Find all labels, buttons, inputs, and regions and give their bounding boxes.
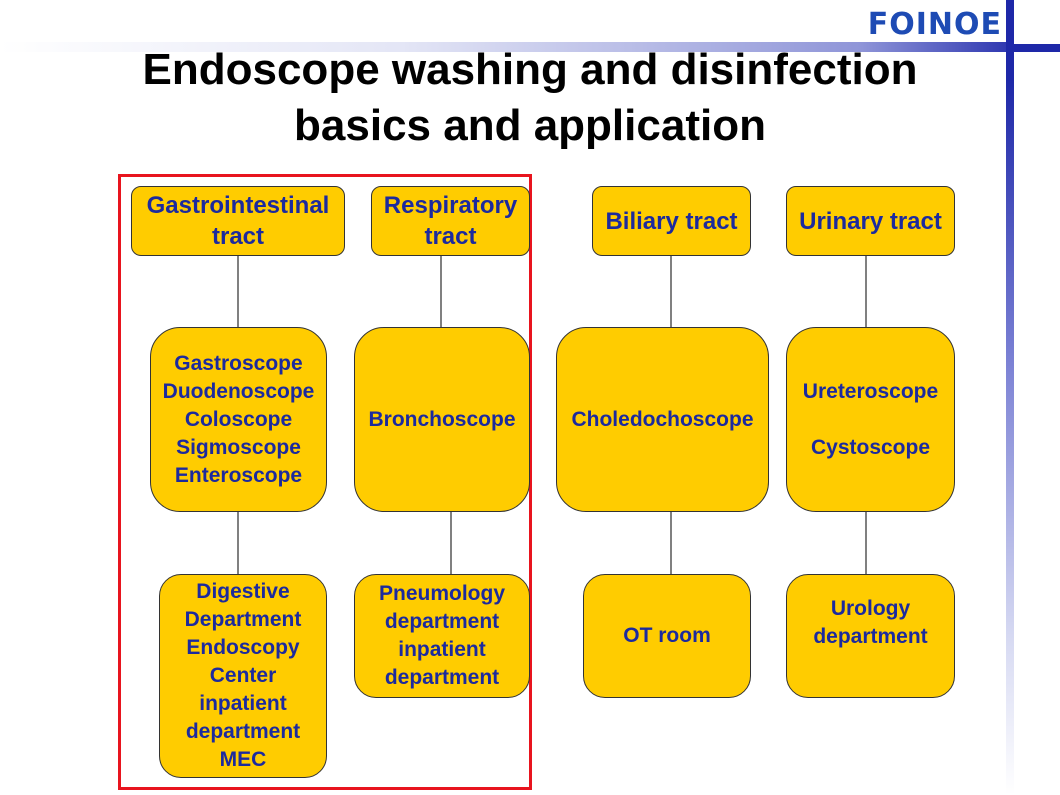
urinary-scopes-box: Ureteroscope Cystoscope [786,327,955,512]
urinary-department-label: Urology department [813,597,928,648]
gi-department-box: Digestive Department Endoscopy Center in… [159,574,327,778]
scope-gastroscope: Gastroscope [174,351,303,375]
scope-cystoscope: Cystoscope [810,435,931,459]
respiratory-department-box: Pneumology department inpatient departme… [354,574,530,698]
urinary-tract-header-label: Urinary tract [799,207,942,235]
scope-spacer [803,406,938,434]
respiratory-scopes-box: Bronchoscope [354,327,530,512]
scope-enteroscope: Enteroscope [174,463,303,487]
side-accent-crossbar [1006,44,1060,52]
scope-duodenoscope: Duodenoscope [162,379,315,403]
respiratory-department-label: Pneumology department inpatient departme… [378,582,505,689]
scope-coloscope: Coloscope [184,407,293,431]
biliary-scopes-box: Choledochoscope [556,327,769,512]
biliary-department-box: OT room [583,574,751,698]
gi-scopes-box: Gastroscope Duodenoscope Coloscope Sigmo… [150,327,327,512]
slide-title: Endoscope washing and disinfection basic… [60,42,1000,154]
gi-tract-header-label: Gastrointestinal tract [146,192,330,250]
scope-choledochoscope: Choledochoscope [571,407,754,431]
biliary-tract-header: Biliary tract [592,186,751,256]
foinoe-logo: FOINOE [867,7,1002,42]
biliary-department-label: OT room [623,624,711,647]
side-accent-bar [1006,0,1014,795]
gi-department-label: Digestive Department Endoscopy Center in… [184,580,302,771]
title-gradient-band [0,42,1012,52]
scope-sigmoscope: Sigmoscope [176,435,301,459]
slide-title-line-1: Endoscope washing and disinfection [142,45,918,94]
gi-tract-header: Gastrointestinal tract [131,186,345,256]
urinary-tract-header: Urinary tract [786,186,955,256]
scope-bronchoscope: Bronchoscope [368,407,516,431]
scope-ureteroscope: Ureteroscope [802,379,939,403]
respiratory-tract-header-label: Respiratory tract [383,192,518,250]
highlight-frame [118,174,532,790]
urinary-department-box: Urology department [786,574,955,698]
biliary-tract-header-label: Biliary tract [605,207,738,235]
slide-title-line-2: basics and application [294,101,766,150]
respiratory-tract-header: Respiratory tract [371,186,530,256]
